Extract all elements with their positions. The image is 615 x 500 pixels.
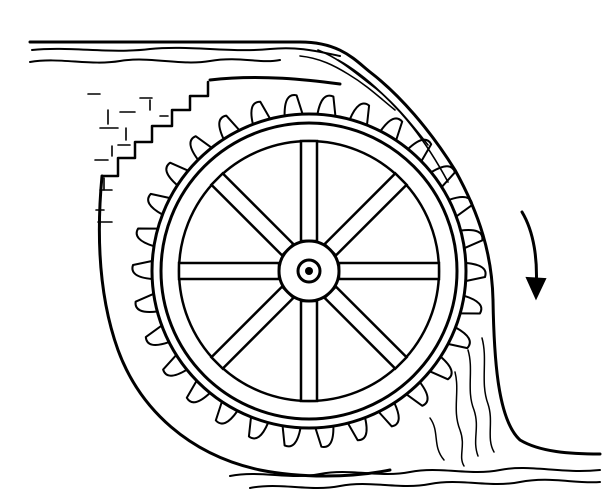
wheel-outer-rim	[150, 112, 468, 430]
wheel-bucket	[348, 102, 371, 125]
wheel-spoke	[322, 171, 409, 258]
arrow-down-icon	[520, 210, 547, 301]
water-ripples-bottom	[429, 337, 495, 467]
wheel-bucket	[134, 292, 158, 313]
wheel-pit-casing	[97, 75, 392, 478]
wheel-bucket	[378, 402, 400, 428]
wheel-axle-center	[305, 267, 313, 275]
wheel-spoke	[209, 171, 296, 258]
wheel-spoke	[322, 284, 409, 371]
wheel-spoke	[299, 299, 319, 403]
wheel-bucket	[316, 94, 337, 117]
wheel-bucket	[135, 227, 158, 248]
wheel-spoke	[299, 139, 319, 243]
wheel-bucket	[131, 260, 153, 280]
wheel-bucket	[165, 161, 189, 186]
wheel-bucket	[407, 138, 433, 162]
wheel-bucket	[147, 192, 170, 216]
wheel-bucket	[460, 229, 484, 250]
wheel-spoke	[177, 261, 281, 281]
wheel-spoke	[209, 284, 296, 371]
wheel-bucket	[448, 326, 471, 350]
wheel-bucket	[379, 117, 404, 141]
wheel-bucket	[250, 100, 271, 125]
wheel-bucket	[162, 354, 188, 377]
wheel-bucket	[283, 94, 304, 116]
wheel-bucket	[144, 324, 170, 346]
wheel-bucket	[406, 381, 429, 407]
wheel-bucket	[347, 417, 368, 442]
wheel-bucket	[214, 401, 239, 425]
headrace-channel	[28, 40, 495, 302]
wheel-bucket	[448, 196, 474, 218]
water-ripples-top	[299, 49, 449, 183]
wheel-bucket	[218, 114, 240, 140]
wheel-bucket	[189, 135, 212, 161]
wheel-bucket	[247, 417, 270, 440]
wheel-bucket	[314, 426, 335, 448]
wheel-bucket	[281, 425, 302, 448]
wheel-bucket	[185, 380, 211, 404]
wheel-buckets	[131, 94, 487, 448]
wheel-spokes	[177, 139, 441, 403]
wheel-bucket	[430, 165, 456, 188]
wheel-bucket	[465, 262, 487, 282]
wheel-inner-rim	[159, 121, 459, 421]
tailrace-channel	[229, 298, 602, 489]
wheel-spoke	[337, 261, 441, 281]
water-wheel	[131, 94, 487, 448]
wheel-bucket	[460, 294, 483, 315]
wheel-bucket	[429, 356, 453, 381]
